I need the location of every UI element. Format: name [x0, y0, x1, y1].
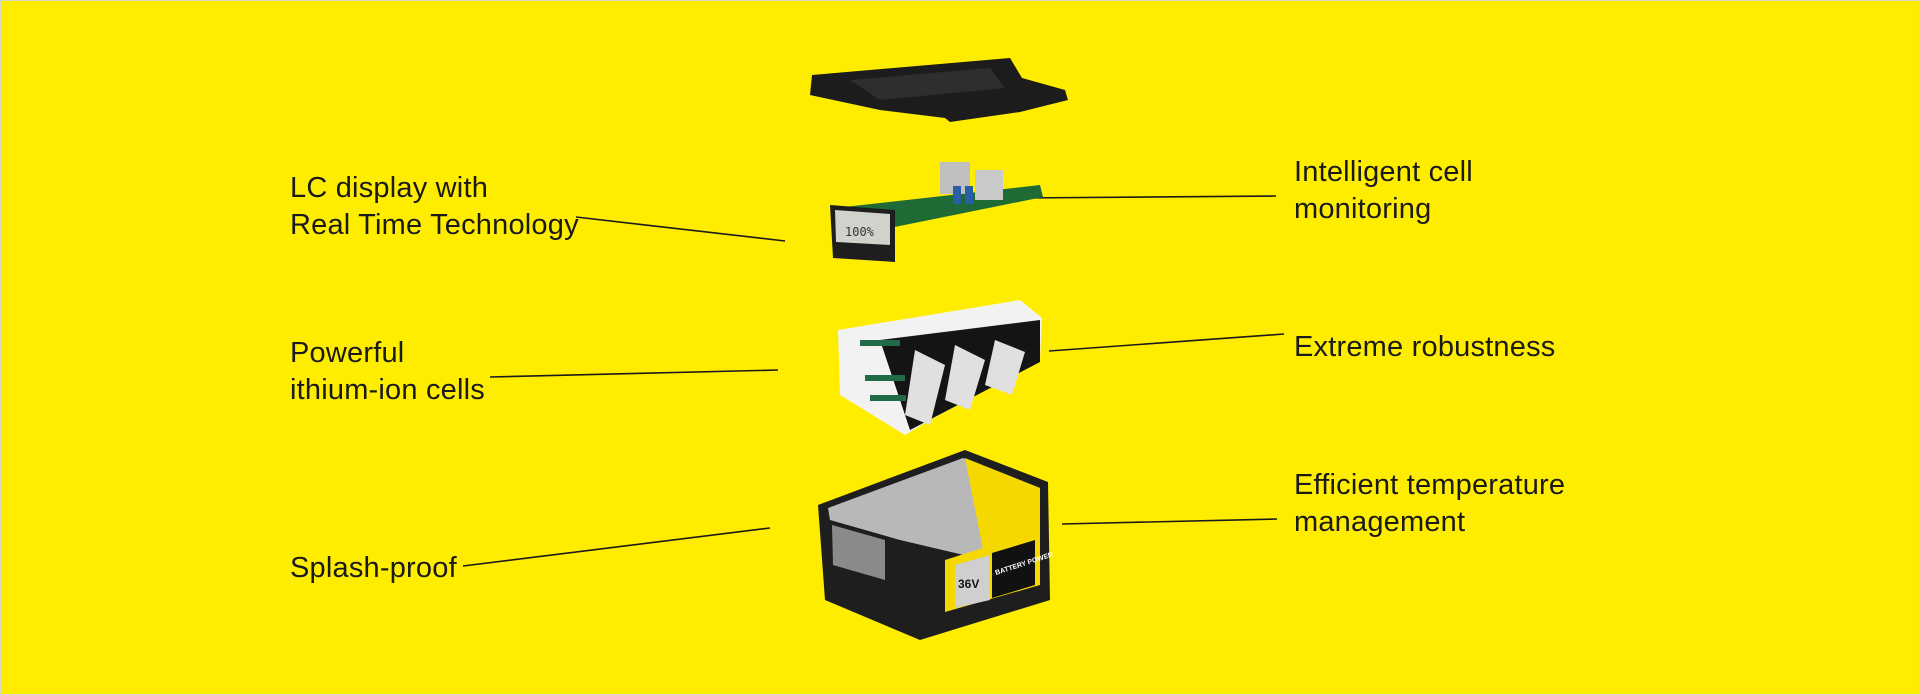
callout-line-monitoring: [1015, 195, 1277, 199]
battery-cells: [838, 300, 1042, 435]
label-line: Intelligent cell: [1294, 156, 1473, 188]
label-temperature: Efficient temperature management: [1294, 467, 1565, 541]
label-cell-monitoring: Intelligent cell monitoring: [1294, 154, 1473, 228]
label-splash-proof: Splash-proof: [290, 550, 457, 587]
callout-lines: [462, 195, 1285, 567]
label-line: Splash-proof: [290, 552, 457, 584]
label-lc-display: LC display with Real Time Technology: [290, 170, 579, 244]
label-line: ithium-ion cells: [290, 374, 485, 406]
callout-line-temperature: [1061, 518, 1278, 525]
label-line: monitoring: [1294, 193, 1432, 225]
label-line: management: [1294, 506, 1466, 538]
voltage-badge: 36V: [958, 577, 979, 591]
callout-line-lc-display: [575, 216, 786, 242]
callout-line-cells: [489, 369, 779, 378]
label-line: Real Time Technology: [290, 209, 579, 241]
label-line: Extreme robustness: [1294, 331, 1556, 363]
lcd-readout: 100%: [845, 225, 875, 239]
label-cells: Powerful ithium-ion cells: [290, 335, 485, 409]
label-line: LC display with: [290, 172, 489, 204]
battery-housing: 36V BATTERY POWER: [818, 450, 1054, 640]
callout-line-splash: [462, 527, 771, 567]
label-line: Efficient temperature: [1294, 469, 1566, 501]
callout-line-robustness: [1048, 333, 1285, 352]
label-robustness: Extreme robustness: [1294, 329, 1556, 366]
circuit-board: 100%: [830, 162, 1043, 262]
label-line: Powerful: [290, 337, 405, 369]
top-cover: [810, 58, 1068, 122]
